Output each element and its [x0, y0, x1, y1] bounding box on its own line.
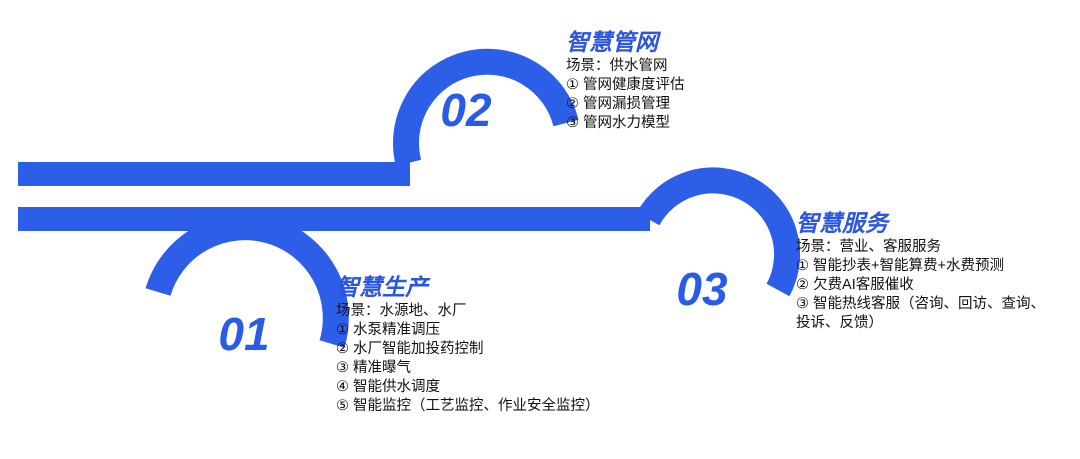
stage-item-03-3: ③ 智能热线客服（咨询、回访、查询、投诉、反馈）: [796, 296, 1046, 331]
stage-item-02-1: ① 管网健康度评估: [566, 77, 685, 93]
stage-number-02: 02: [440, 84, 492, 136]
stage-item-02-2: ② 管网漏损管理: [566, 96, 671, 112]
arc-02: [393, 48, 579, 167]
stage-item-01-3: ③ 精准曝气: [336, 360, 412, 376]
stage-item-01-5: ⑤ 智能监控（工艺监控、作业安全监控）: [336, 398, 600, 414]
stage-item-01-4: ④ 智能供水调度: [336, 379, 441, 395]
stage-number-03: 03: [676, 263, 728, 315]
stage-item-02-3: ③ 管网水力模型: [566, 115, 671, 131]
arc-01: [145, 214, 349, 348]
band-middle: [18, 207, 650, 231]
stage-title-01: 智慧生产: [336, 274, 428, 300]
stage-item-01-2: ② 水厂智能加投药控制: [336, 341, 484, 357]
stage-scene-03: 场景：营业、客服服务: [796, 239, 941, 255]
stage-item-03-1: ① 智能抄表+智能算费+水费预测: [796, 258, 1004, 274]
stage-item-01-1: ① 水泵精准调压: [336, 322, 441, 338]
stage-block-02: 智慧管网 场景：供水管网 ① 管网健康度评估 ② 管网漏损管理 ③ 管网水力模型: [566, 29, 766, 133]
stage-item-03-2: ② 欠费AI客服催收: [796, 277, 914, 293]
stage-block-01: 智慧生产 场景：水源地、水厂 ① 水泵精准调压 ② 水厂智能加投药控制 ③ 精准…: [336, 274, 600, 416]
stage-scene-02: 场景：供水管网: [566, 58, 668, 74]
stage-block-03: 智慧服务 场景：营业、客服服务 ① 智能抄表+智能算费+水费预测 ② 欠费AI客…: [796, 210, 1052, 333]
stage-number-01: 01: [218, 308, 269, 360]
stage-title-03: 智慧服务: [796, 210, 888, 236]
band-top: [18, 162, 410, 186]
stage-title-02: 智慧管网: [566, 29, 658, 55]
arc-03: [636, 167, 801, 297]
stage-scene-01: 场景：水源地、水厂: [336, 303, 467, 319]
